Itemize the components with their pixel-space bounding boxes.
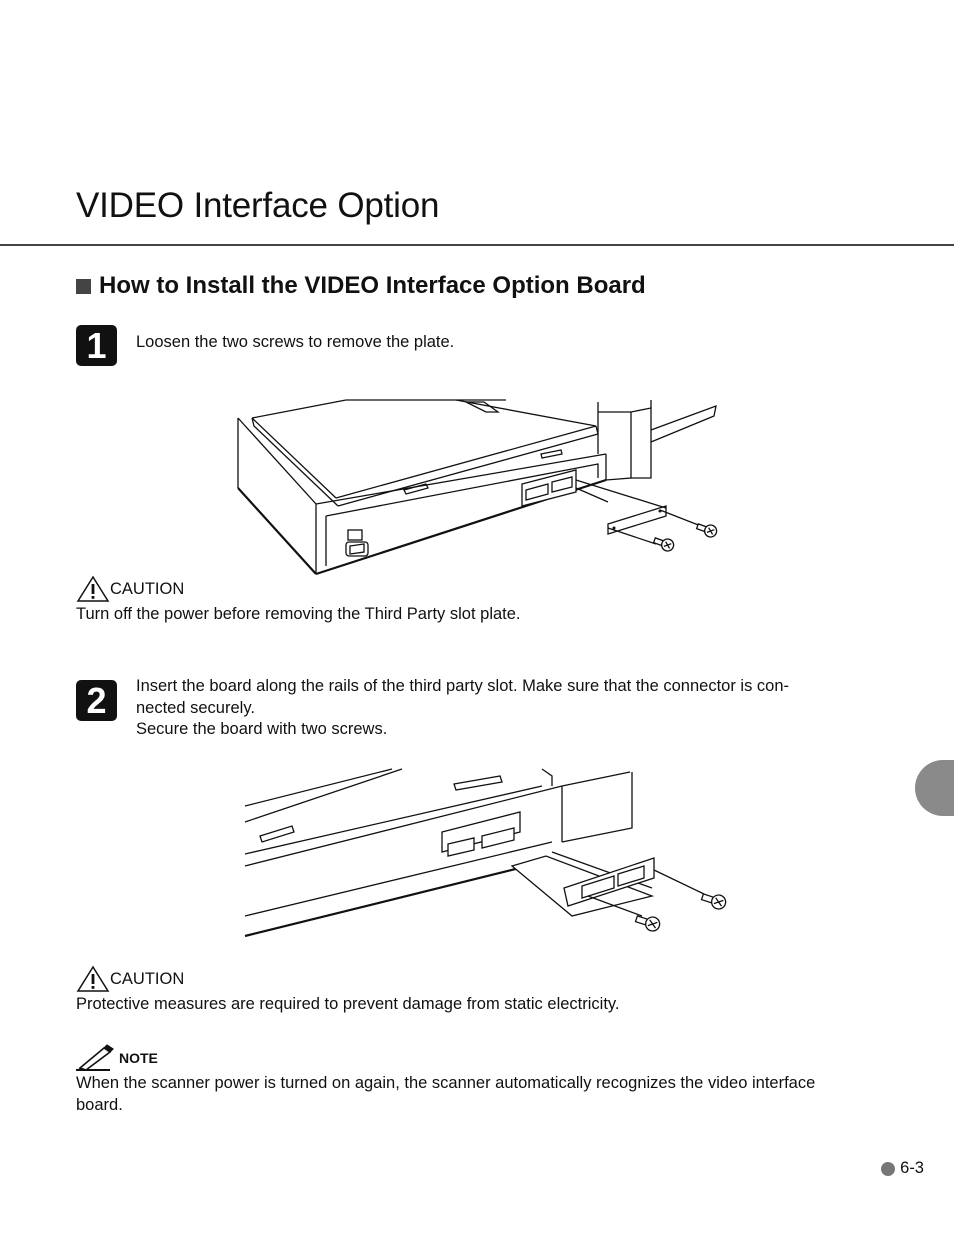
page-number: 6-3 bbox=[881, 1159, 924, 1178]
step-2-badge: 2 bbox=[76, 680, 117, 721]
step-1-badge: 1 bbox=[76, 325, 117, 366]
step-2-instruction: Insert the board along the rails of the … bbox=[136, 676, 789, 741]
step-2-line-1: Insert the board along the rails of the … bbox=[136, 677, 790, 695]
caution-1-label: CAUTION bbox=[110, 579, 185, 598]
chapter-tab bbox=[915, 760, 954, 816]
page-number-text: 6-3 bbox=[900, 1159, 924, 1177]
note: NOTE bbox=[74, 1042, 158, 1072]
caution-2-text: Protective measures are required to prev… bbox=[76, 995, 620, 1013]
caution-2: CAUTION bbox=[76, 965, 184, 993]
note-text: When the scanner power is turned on agai… bbox=[76, 1073, 815, 1116]
circle-bullet-icon bbox=[881, 1161, 896, 1176]
section-heading-text: How to Install the VIDEO Interface Optio… bbox=[99, 272, 646, 299]
step-1-instruction: Loosen the two screws to remove the plat… bbox=[136, 333, 455, 351]
warning-triangle-icon bbox=[76, 575, 110, 602]
step-1-figure bbox=[237, 399, 718, 576]
square-bullet-icon bbox=[76, 278, 91, 294]
warning-triangle-icon bbox=[76, 965, 110, 992]
section-heading: How to Install the VIDEO Interface Optio… bbox=[76, 272, 646, 300]
caution-1-text: Turn off the power before removing the T… bbox=[76, 605, 521, 623]
pencil-note-icon bbox=[76, 1044, 114, 1071]
note-label: NOTE bbox=[119, 1050, 158, 1066]
title-divider bbox=[0, 244, 954, 246]
caution-2-label: CAUTION bbox=[110, 969, 185, 988]
step-2-line-2: nected securely. bbox=[136, 698, 255, 717]
step-2-line-3: Secure the board with two screws. bbox=[136, 720, 388, 738]
caution-1: CAUTION bbox=[76, 575, 184, 603]
note-line-1: When the scanner power is turned on agai… bbox=[76, 1074, 816, 1092]
step-2-figure bbox=[244, 768, 727, 938]
page-title: VIDEO Interface Option bbox=[76, 186, 440, 225]
note-line-2: board. bbox=[76, 1095, 123, 1114]
